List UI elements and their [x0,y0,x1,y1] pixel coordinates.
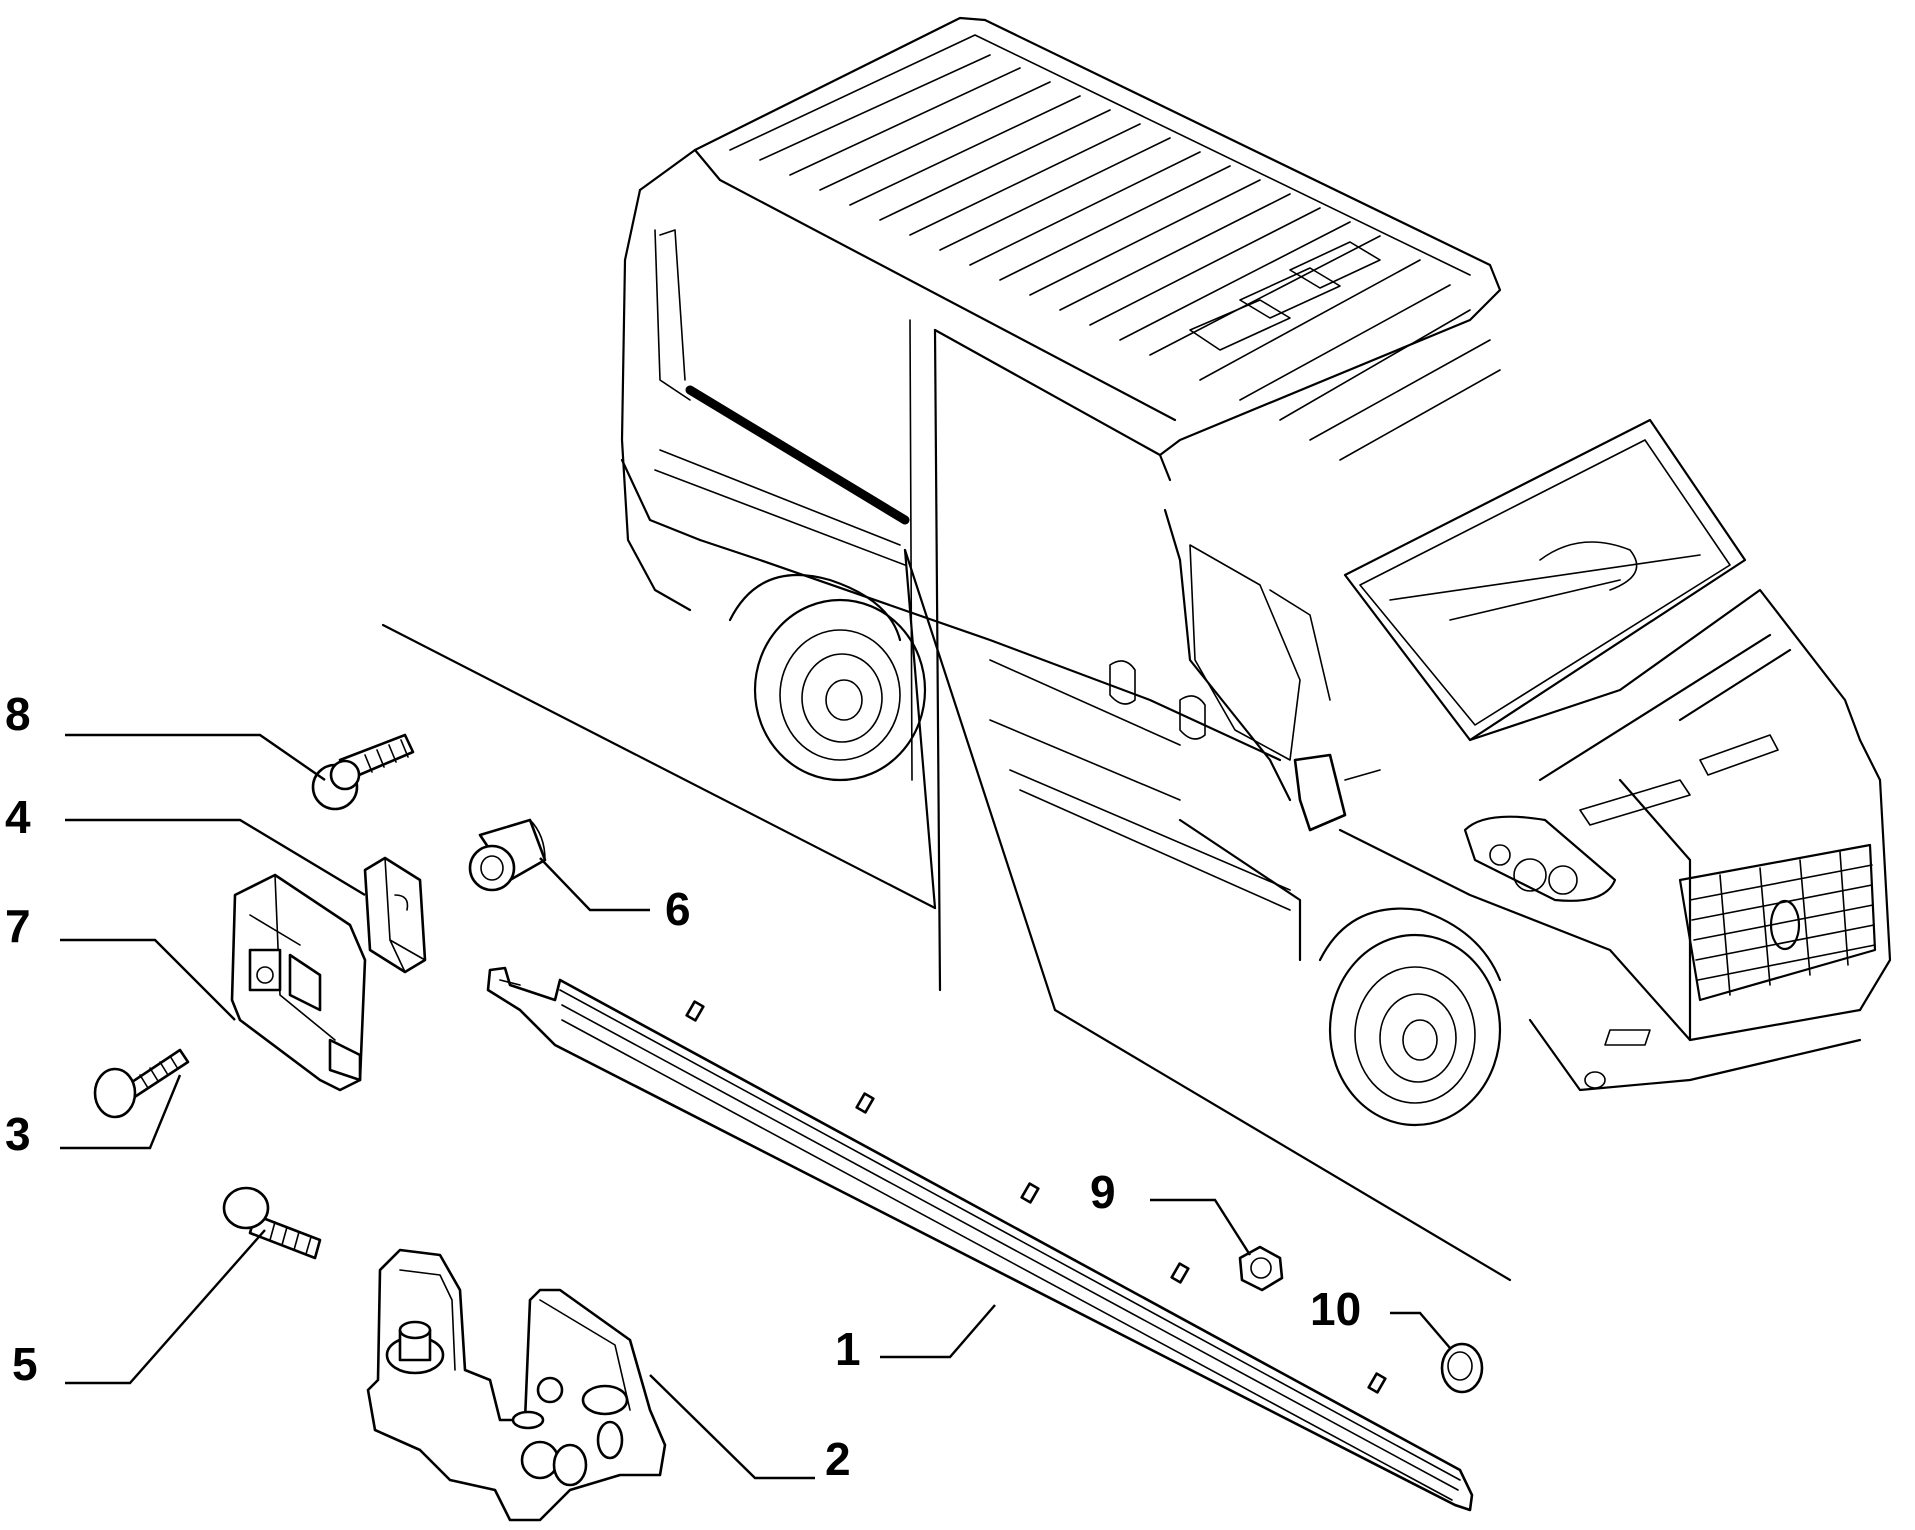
part-2-roller-bracket [366,1248,667,1522]
part-1-rail [486,966,1474,1512]
callout-labels: 8 4 7 3 5 6 1 2 9 10 [5,688,1361,1485]
callout-6: 6 [665,883,691,935]
callout-2: 2 [825,1433,851,1485]
part-10-washer [1440,1342,1484,1394]
callout-4: 4 [5,791,31,843]
part-5-bolt [222,1186,322,1260]
callout-9: 9 [1090,1166,1116,1218]
rear-wheel [728,573,927,782]
callout-1: 1 [835,1323,861,1375]
front-wheel [1318,907,1502,1127]
callout-10: 10 [1310,1283,1361,1335]
callout-7: 7 [5,900,31,952]
roof-ribs [759,54,1501,461]
part-8-screw [311,733,415,811]
front-grille [1678,843,1877,1002]
part-9-nut [1238,1245,1284,1292]
part-4-clip [363,856,427,974]
callout-5: 5 [12,1338,38,1390]
callout-3: 3 [5,1108,31,1160]
leader-lines [60,733,1451,1480]
van-illustration [620,16,1892,1127]
callout-8: 8 [5,688,31,740]
part-7-block [230,873,367,1092]
part-6-bushing [468,818,547,892]
part-3-bolt [93,1048,190,1119]
projection-lines [381,548,1512,1282]
